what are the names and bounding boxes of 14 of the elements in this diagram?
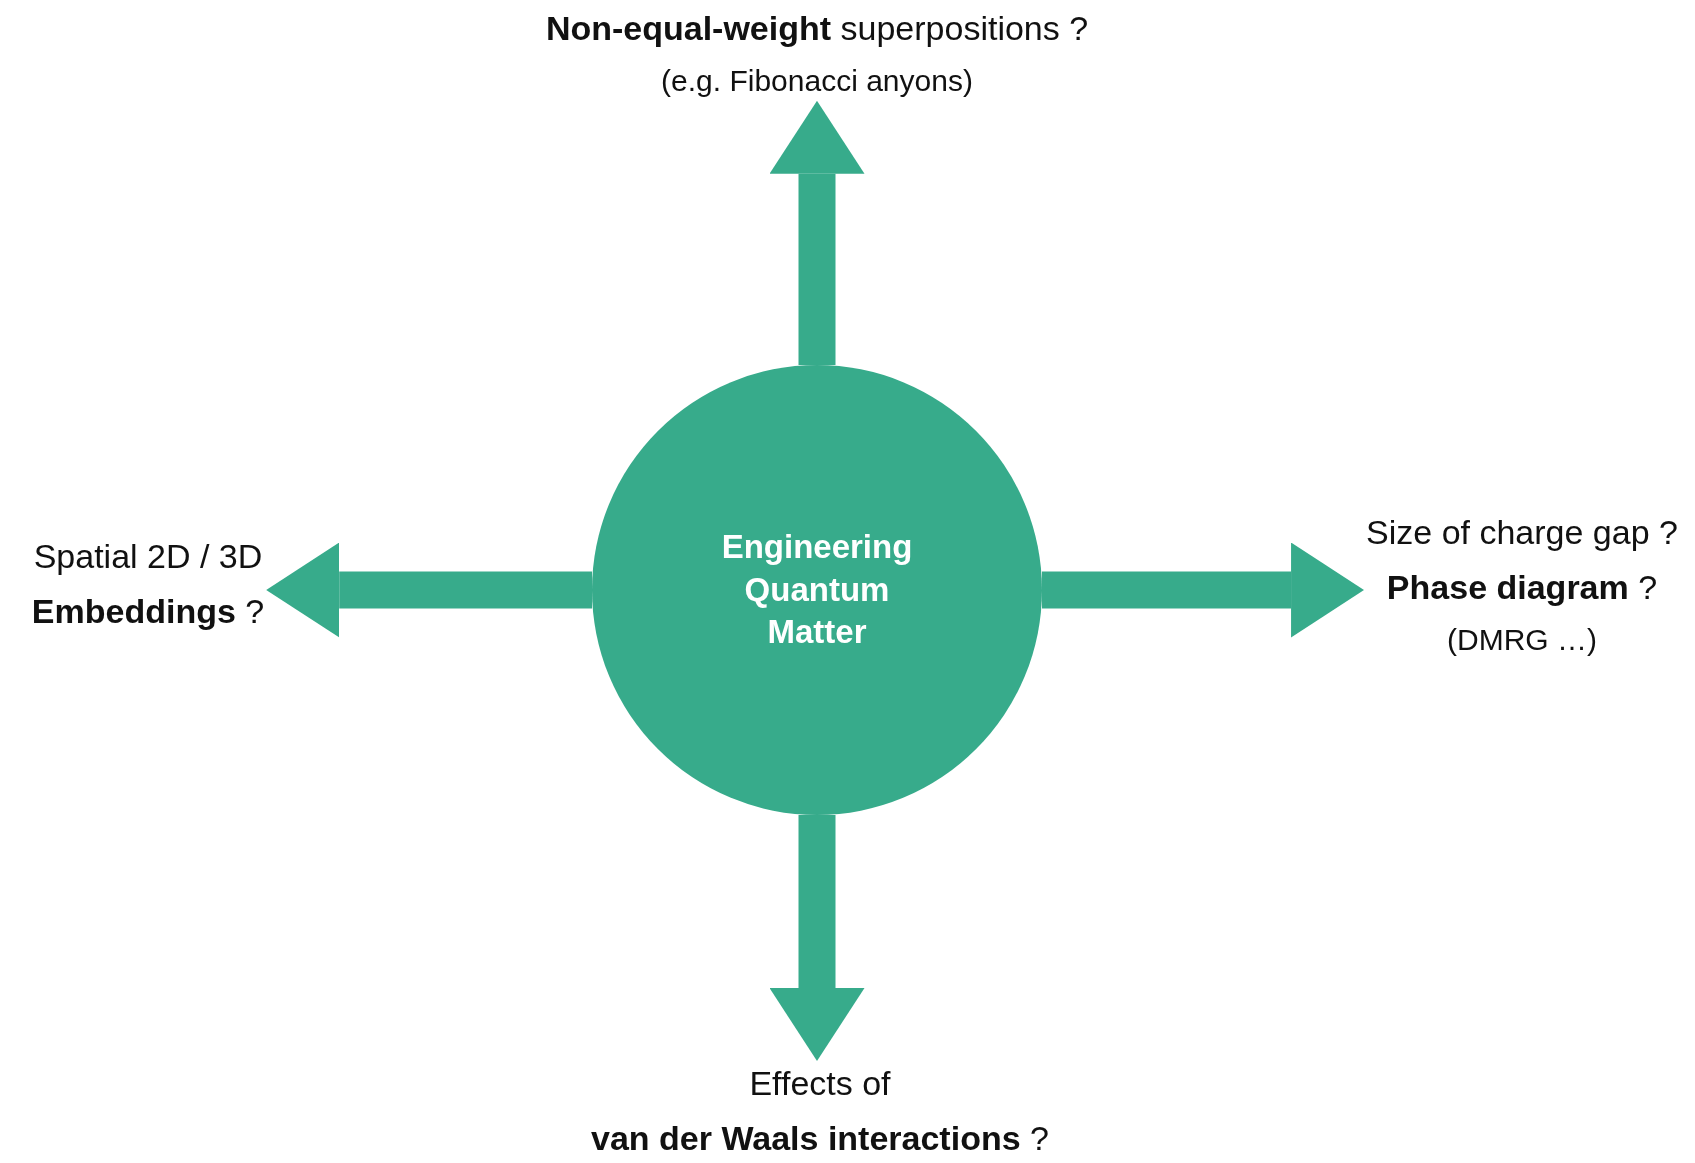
question-text: Size of charge gap ?: [1366, 512, 1678, 553]
question-text: (e.g. Fibonacci anyons): [661, 62, 973, 99]
block-arrow: [769, 815, 865, 1061]
question-text: Phase diagram ?: [1386, 566, 1658, 608]
block-arrow: [769, 100, 865, 365]
question-text: van der Waals interactions ?: [591, 1117, 1049, 1159]
question-text: Spatial 2D / 3D: [33, 536, 263, 577]
block-arrow: [266, 542, 592, 638]
question-text: Non-equal-weight superpositions ?: [545, 8, 1089, 49]
question-text: (DMRG …): [1447, 621, 1597, 658]
block-arrow: [1042, 542, 1365, 638]
question-text: Effects of: [749, 1063, 891, 1104]
circle-label: Engineering Quantum Matter: [720, 526, 914, 653]
question-text: Embeddings ?: [31, 590, 265, 632]
